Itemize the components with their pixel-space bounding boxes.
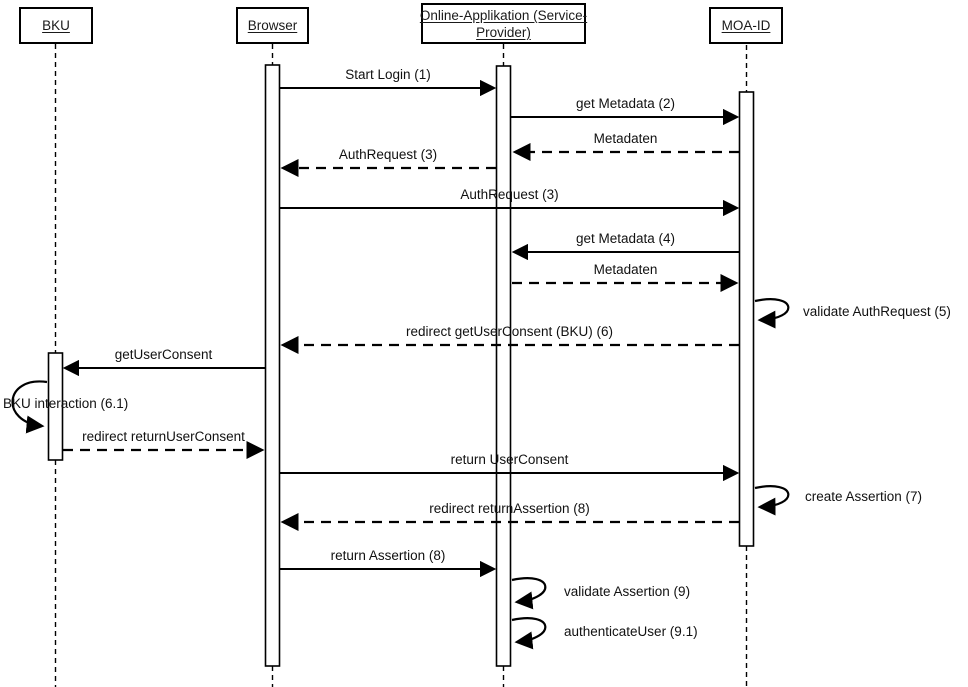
message-label: validate AuthRequest (5): [803, 304, 951, 319]
message-label: Start Login (1): [345, 67, 431, 82]
activation-bku: [47, 352, 64, 461]
message-label: BKU interaction (6.1): [3, 396, 129, 411]
message-label: validate Assertion (9): [564, 584, 691, 599]
message-label: return UserConsent: [450, 452, 569, 467]
actor-label: Provider): [476, 24, 531, 40]
message-label: authenticateUser (9.1): [564, 624, 698, 639]
selfloop-validate-authrequest: [754, 298, 790, 329]
message-label: AuthRequest (3): [338, 147, 438, 162]
activation-browser: [264, 64, 281, 667]
message-label: create Assertion (7): [805, 489, 923, 504]
actor-box-bku: BKU: [19, 7, 93, 44]
actor-label: Online-Applikation (Service-: [419, 7, 588, 23]
message-label: get Metadata (2): [575, 96, 676, 111]
actor-label: BKU: [42, 18, 70, 33]
selfloop-authenticateuser: [511, 617, 547, 650]
message-label: getUserConsent: [114, 347, 213, 362]
message-label: redirect returnUserConsent: [82, 429, 245, 444]
message-label: AuthRequest (3): [460, 187, 559, 202]
actor-box-online-applikation: Online-Applikation (Service- Provider): [419, 3, 588, 44]
selfloop-bku-interaction: [11, 380, 48, 434]
activation-online-applikation: [495, 65, 512, 667]
selfloop-create-assertion: [754, 485, 790, 516]
activation-moa-id: [738, 91, 755, 547]
actor-label: Browser: [247, 18, 298, 33]
message-label: return Assertion (8): [330, 548, 446, 563]
selfloop-validate-assertion: [511, 577, 547, 610]
message-label: get Metadata (4): [575, 231, 676, 246]
actor-box-moa-id: MOA-ID: [709, 7, 783, 44]
actor-box-browser: Browser: [236, 7, 309, 44]
message-label: redirect returnAssertion (8): [429, 501, 590, 516]
message-label: redirect getUserConsent (BKU) (6): [405, 324, 614, 339]
message-label: Metadaten: [593, 131, 658, 146]
actor-label: MOA-ID: [721, 18, 771, 33]
message-label: Metadaten: [593, 262, 658, 277]
